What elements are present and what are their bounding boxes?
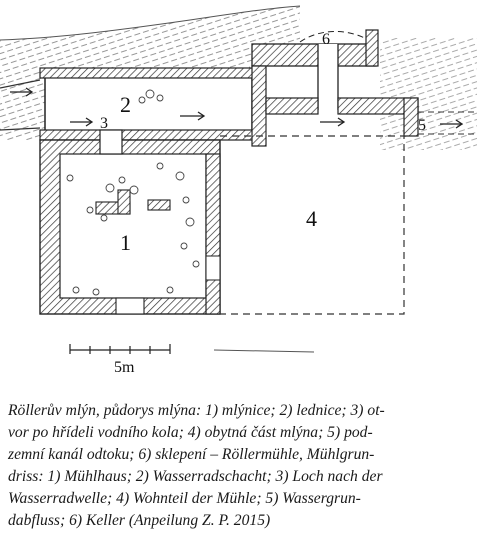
label-5: 5	[418, 117, 426, 134]
rubble	[66, 89, 200, 296]
mill-floor-plan: 1 2 3 4 5 6 5m	[0, 5, 477, 376]
caption-line: zemní kanál odtoku; 6) sklepení – Röller…	[8, 446, 375, 463]
caption-line: driss: 1) Mühlhaus; 2) Wasserradschacht;…	[8, 468, 383, 485]
label-4: 4	[306, 206, 317, 231]
caption-line: vor po hřídeli vodního kola; 4) obytná č…	[8, 424, 373, 441]
flow-arrows	[10, 87, 464, 129]
label-2: 2	[120, 92, 131, 117]
scale-label: 5m	[114, 359, 135, 376]
caption-line: Röllerův mlýn, půdorys mlýna: 1) mlýnice…	[8, 402, 385, 419]
label-6: 6	[322, 31, 330, 48]
label-3: 3	[100, 115, 108, 132]
label-1: 1	[120, 230, 131, 255]
inflow-channel	[0, 79, 41, 131]
caption-line: dabfluss; 6) Keller (Anpeilung Z. P. 201…	[8, 512, 271, 529]
room-2-outline	[44, 75, 253, 133]
cellar-walls	[251, 43, 377, 67]
cellar-arch	[299, 31, 373, 43]
figure-caption: Röllerův mlýn, půdorys mlýna: 1) mlýnice…	[8, 400, 470, 532]
scale-bar	[69, 344, 171, 354]
caption-line: Wasserradwelle; 4) Wohnteil der Mühle; 5…	[8, 490, 361, 507]
room-1-interior	[59, 153, 207, 299]
ground-line	[213, 349, 315, 353]
